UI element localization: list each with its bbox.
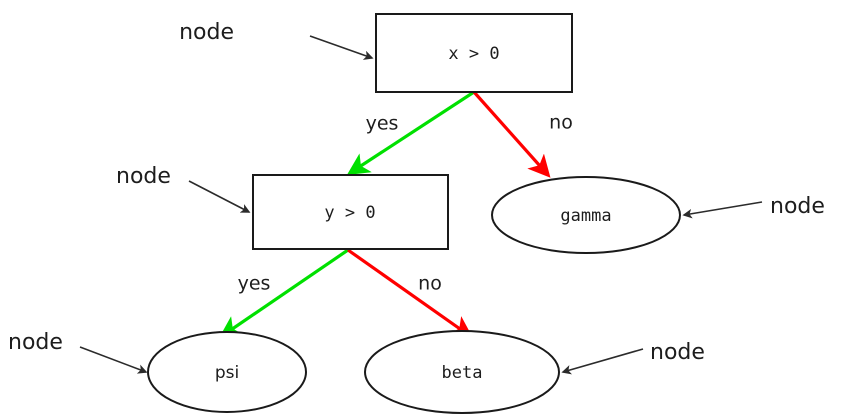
node-branch-shape[interactable] [252,174,449,250]
edge-branch-yes [218,248,349,339]
node-branch[interactable]: y > 0 [252,174,449,250]
edge-label-root-no: no [549,112,573,134]
edge-label-branch-yes: yes [238,273,271,295]
annotation-root: node [179,20,374,60]
node-psi-shape[interactable] [147,331,307,413]
annotation-group: node node node node node [8,20,825,375]
node-beta-label: beta [442,363,483,383]
edge-label-group: yes no yes no [238,112,573,295]
node-beta-shape[interactable] [364,330,560,414]
edge-root-no [472,90,551,178]
node-root-shape[interactable] [375,13,573,93]
node-root[interactable]: x > 0 [375,13,573,93]
annotation-root-leader [309,35,374,60]
node-psi[interactable]: psi [147,331,307,413]
annotation-beta: node [561,340,705,375]
edge-label-root-yes: yes [366,113,399,135]
node-psi-label: psi [215,363,239,383]
annotation-psi-label: node [8,330,63,355]
edge-label-branch-no: no [418,273,442,295]
annotation-branch-leader [188,180,251,213]
node-root-label: x > 0 [448,44,499,64]
node-gamma-label: gamma [560,206,611,226]
edge-branch-no [347,248,474,339]
edge-group [218,90,551,339]
annotation-gamma: node [682,194,825,219]
annotation-psi-leader [79,346,148,374]
edge-root-yes [346,90,475,176]
node-beta[interactable]: beta [364,330,560,414]
annotation-branch: node [116,164,251,213]
annotation-branch-label: node [116,164,171,189]
node-gamma[interactable]: gamma [491,176,681,254]
node-gamma-shape[interactable] [491,176,681,254]
annotation-psi: node [8,330,148,374]
annotation-beta-leader [561,348,644,375]
annotation-root-label: node [179,20,234,45]
annotation-gamma-label: node [770,194,825,219]
annotation-beta-label: node [650,340,705,365]
annotation-gamma-leader [682,201,763,219]
node-branch-label: y > 0 [324,203,375,223]
